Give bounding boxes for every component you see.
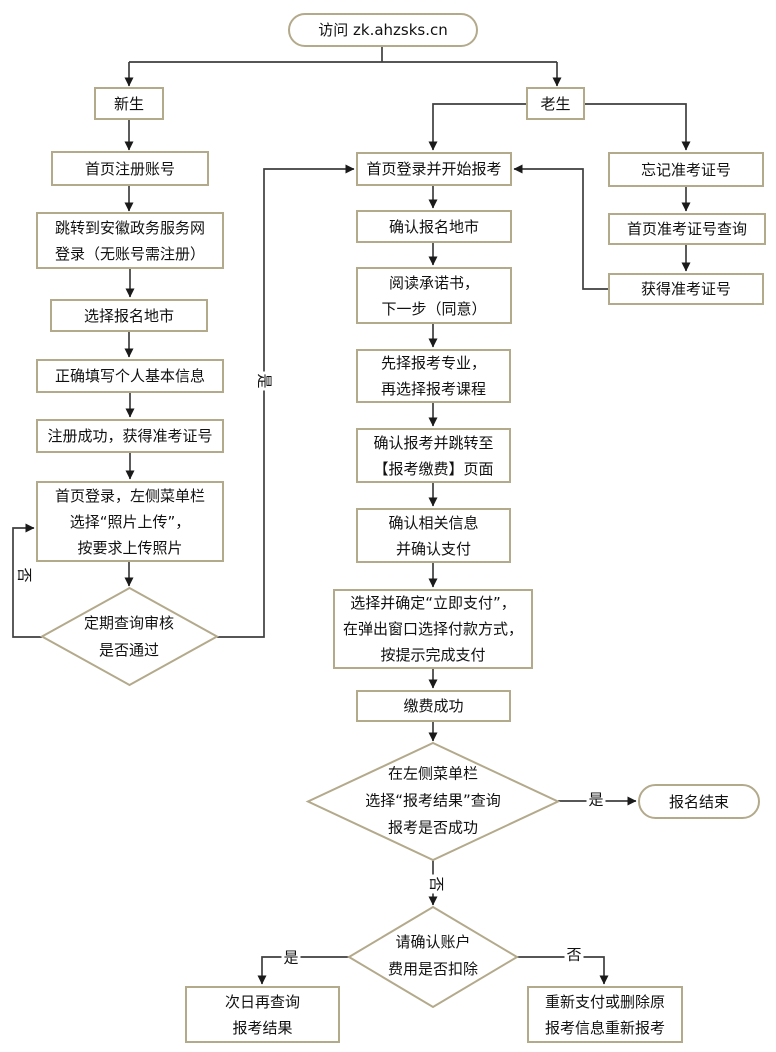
decision-result-label: 在左侧菜单栏 选择“报考结果”查询 报考是否成功 xyxy=(365,764,501,837)
node-start: 访问 zk.ahzsks.cn xyxy=(288,13,478,47)
node-login-apply: 首页登录并开始报考 xyxy=(356,152,512,186)
node-confirm-city: 确认报名地市 xyxy=(356,210,512,243)
node-confirm-pay-info: 确认相关信息 并确认支付 xyxy=(356,508,511,563)
node-pay-success: 缴费成功 xyxy=(356,690,511,722)
node-got-ticket: 获得准考证号 xyxy=(608,273,764,305)
decision-result-diamond xyxy=(305,741,561,862)
edge-label-audit-no: 否 xyxy=(15,565,34,585)
decision-audit-diamond xyxy=(39,586,220,687)
node-old-student: 老生 xyxy=(526,87,585,120)
node-new-student: 新生 xyxy=(94,87,164,120)
node-gov-service-login: 跳转到安徽政务服务网 登录（无账号需注册） xyxy=(36,212,224,269)
node-upload-photo: 首页登录，左侧菜单栏 选择“照片上传”， 按要求上传照片 xyxy=(36,481,224,562)
node-register-success: 注册成功，获得准考证号 xyxy=(36,419,224,453)
node-choose-major-course: 先择报考专业， 再选择报考课程 xyxy=(356,349,511,403)
node-confirm-jump-pay-page: 确认报考并跳转至 【报考缴费】页面 xyxy=(356,428,511,483)
decision-audit-label: 定期查询审核 是否通过 xyxy=(83,614,174,659)
node-query-ticket: 首页准考证号查询 xyxy=(608,213,766,245)
edge-label-audit-yes: 是 xyxy=(255,371,274,391)
node-do-payment: 选择并确定“立即支付”， 在弹出窗口选择付款方式， 按提示完成支付 xyxy=(333,589,533,669)
edge-label-result-yes: 是 xyxy=(586,790,606,809)
decision-fee-label: 请确认账户 费用是否扣除 xyxy=(387,933,478,978)
node-query-next-day: 次日再查询 报考结果 xyxy=(185,986,340,1043)
edge-label-result-no: 否 xyxy=(427,874,446,894)
node-finish: 报名结束 xyxy=(638,784,760,819)
node-forgot-ticket: 忘记准考证号 xyxy=(608,152,764,187)
edge-label-fee-yes: 是 xyxy=(281,948,301,967)
node-read-promise: 阅读承诺书， 下一步（同意） xyxy=(356,267,512,324)
node-repay-or-delete: 重新支付或删除原 报考信息重新报考 xyxy=(527,986,683,1043)
edge-label-fee-no: 否 xyxy=(564,945,584,964)
node-register-account: 首页注册账号 xyxy=(51,151,209,186)
node-pick-city: 选择报名地市 xyxy=(50,299,208,332)
node-fill-personal-info: 正确填写个人基本信息 xyxy=(36,359,224,393)
decision-fee-diamond xyxy=(347,905,519,1009)
